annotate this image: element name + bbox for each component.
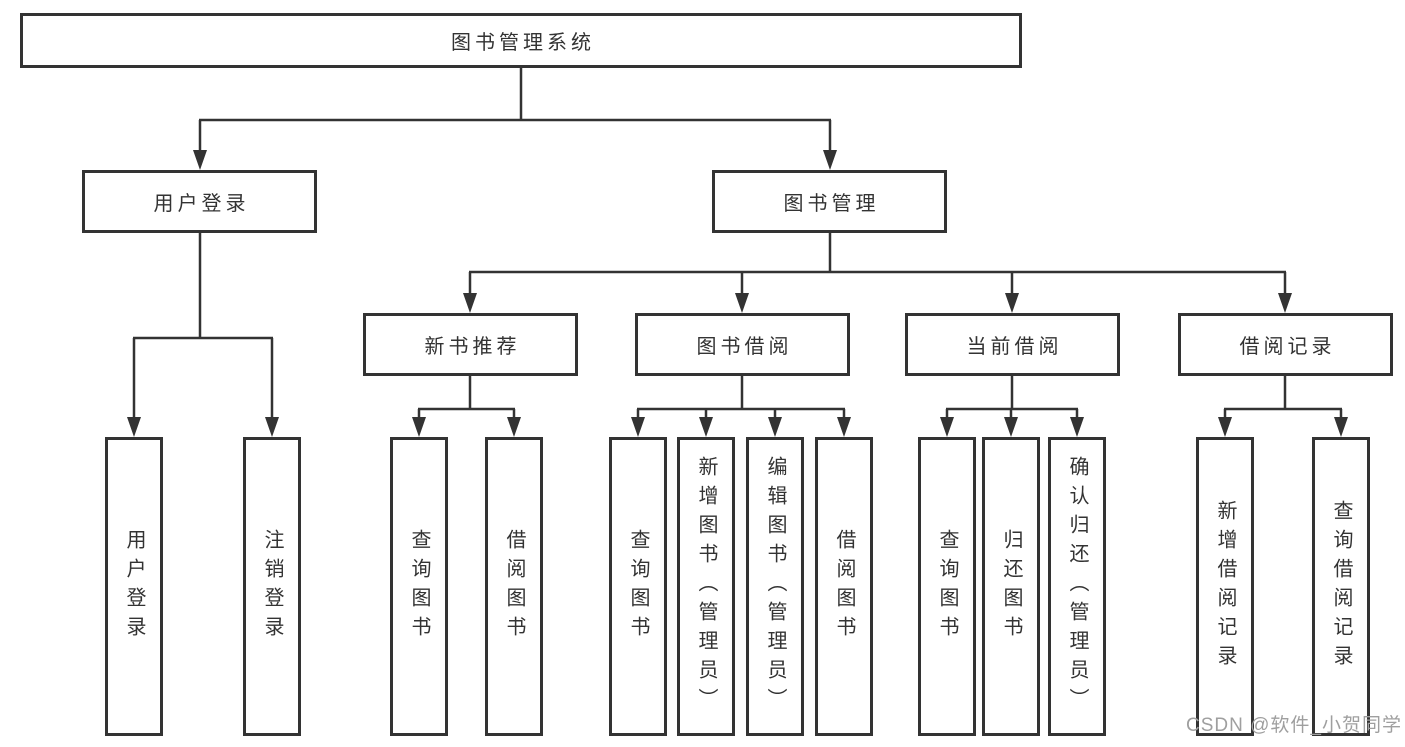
leaf-search-borrow-record: 查询借阅记录 bbox=[1312, 437, 1370, 736]
node-current-borrowing: 当前借阅 bbox=[905, 313, 1120, 376]
node-library-management-system: 图书管理系统 bbox=[20, 13, 1022, 68]
csdn-watermark: CSDN @软件_小贺同学 bbox=[1186, 715, 1402, 736]
leaf-borrow-books: 借阅图书 bbox=[815, 437, 873, 736]
leaf-borrow-books-recommend: 借阅图书 bbox=[485, 437, 543, 736]
node-user-login: 用户登录 bbox=[82, 170, 317, 233]
leaf-search-books-current: 查询图书 bbox=[918, 437, 976, 736]
leaf-search-books-borrowing: 查询图书 bbox=[609, 437, 667, 736]
leaf-search-books-recommend: 查询图书 bbox=[390, 437, 448, 736]
node-book-borrowing: 图书借阅 bbox=[635, 313, 850, 376]
leaf-return-books: 归还图书 bbox=[982, 437, 1040, 736]
leaf-add-books-admin: 新增图书（管理员） bbox=[677, 437, 735, 736]
leaf-edit-books-admin: 编辑图书（管理员） bbox=[746, 437, 804, 736]
node-borrowing-records: 借阅记录 bbox=[1178, 313, 1393, 376]
node-book-management: 图书管理 bbox=[712, 170, 947, 233]
leaf-confirm-return-admin: 确认归还（管理员） bbox=[1048, 437, 1106, 736]
leaf-add-borrow-record: 新增借阅记录 bbox=[1196, 437, 1254, 736]
arrowheads bbox=[127, 150, 1348, 437]
node-new-book-recommendation: 新书推荐 bbox=[363, 313, 578, 376]
leaf-logout: 注销登录 bbox=[243, 437, 301, 736]
leaf-user-login: 用户登录 bbox=[105, 437, 163, 736]
